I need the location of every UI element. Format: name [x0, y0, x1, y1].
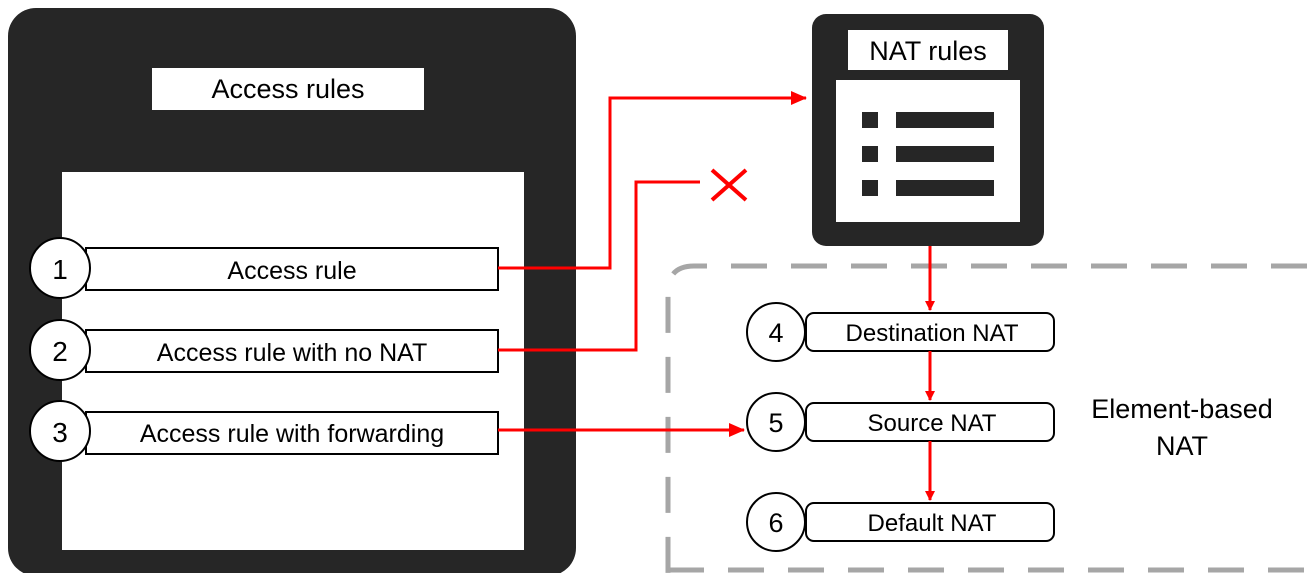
default-nat-step[interactable]: 6 Default NAT — [746, 492, 1055, 552]
step-label: Default NAT — [868, 510, 997, 537]
step-number: 5 — [768, 408, 783, 438]
nat-rules-title: NAT rules — [869, 36, 987, 66]
step-number-badge — [29, 400, 91, 462]
step-label: Destination NAT — [846, 320, 1019, 347]
blocked-x-icon — [710, 168, 748, 202]
step-number-badge — [29, 237, 91, 299]
arrow-rule2-blocked — [498, 180, 700, 352]
access-rules-title: Access rules — [211, 74, 364, 104]
access-rule-2[interactable]: 2 Access rule with no NAT — [29, 319, 499, 381]
nat-rules-box[interactable]: NAT rules — [812, 14, 1044, 246]
step-number: 4 — [768, 318, 783, 348]
step-number-badge — [746, 392, 806, 452]
step-number-badge — [746, 302, 806, 362]
list-icon — [862, 112, 994, 196]
nat-rules-title-box — [848, 30, 1008, 70]
access-rules-title-box — [152, 68, 424, 110]
flow-arrows — [498, 91, 935, 501]
rule-number: 2 — [52, 336, 68, 367]
arrow-rule1-to-nat-rules — [498, 91, 807, 270]
rule-label: Access rule — [227, 257, 356, 285]
step-label: Source NAT — [868, 410, 997, 437]
source-nat-step[interactable]: 5 Source NAT — [746, 392, 1055, 452]
rule-number: 3 — [52, 417, 68, 448]
access-rule-3[interactable]: 3 Access rule with forwarding — [29, 400, 499, 462]
step-number-badge — [746, 492, 806, 552]
rule-number: 1 — [52, 254, 68, 285]
step-number: 6 — [768, 508, 783, 538]
rule-label: Access rule with forwarding — [140, 420, 444, 448]
rule-label: Access rule with no NAT — [157, 339, 427, 367]
access-rule-1[interactable]: 1 Access rule — [29, 237, 499, 299]
destination-nat-step[interactable]: 4 Destination NAT — [746, 302, 1055, 362]
step-number-badge — [29, 319, 91, 381]
element-based-nat-region — [665, 263, 1307, 573]
element-based-label-line1: Element-based — [1091, 394, 1273, 424]
element-based-label-line2: NAT — [1156, 431, 1208, 461]
